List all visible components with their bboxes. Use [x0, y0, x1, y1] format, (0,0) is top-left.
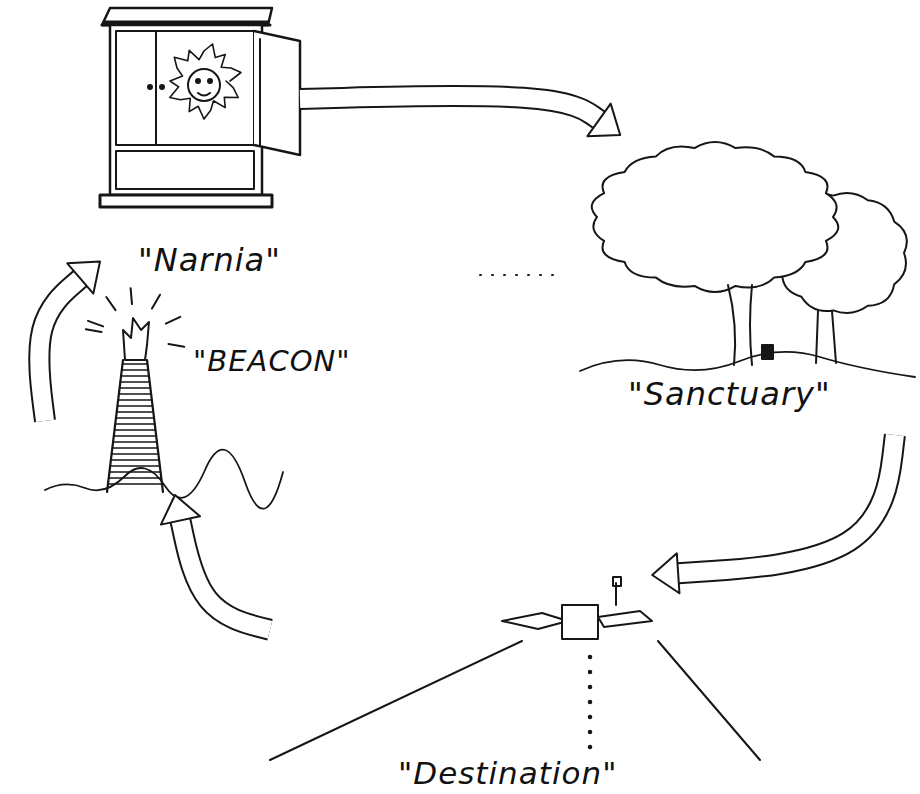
- ground-line: [580, 352, 915, 377]
- dotted-path: [589, 671, 592, 674]
- tree-trunk: [728, 285, 752, 365]
- arrow-body: [180, 520, 270, 629]
- wardrobe-sketch: [100, 8, 300, 207]
- node-label: "Narnia": [138, 241, 281, 279]
- arrow-head: [587, 104, 620, 137]
- hilltop-sketch: [270, 577, 760, 760]
- wardrobe-door-frame: [116, 31, 254, 145]
- wardrobe-drawer: [116, 151, 254, 189]
- lion-face: [188, 69, 220, 101]
- flow-arrow: [652, 435, 895, 593]
- dotted-path: [589, 716, 592, 719]
- lighthouse-sketch: [45, 300, 370, 495]
- sketch-node: "Destination": [270, 575, 760, 794]
- tower-hatching: [108, 364, 162, 484]
- door-knob: [160, 85, 164, 89]
- beacon-flame: [123, 318, 149, 360]
- tree-canopy: [592, 142, 838, 292]
- platform-wing: [598, 611, 652, 627]
- dotted-path: [589, 701, 592, 704]
- flow-arrow: [39, 262, 100, 421]
- platform-core: [562, 605, 598, 639]
- arrow-body: [300, 96, 599, 120]
- light-rays: [86, 288, 184, 347]
- flag: [613, 577, 621, 586]
- ground-line: [45, 450, 283, 509]
- arrow-outline: [180, 520, 270, 629]
- node-label: "BEACON": [193, 344, 351, 378]
- arrow-head: [652, 553, 679, 593]
- dotted-path: [589, 746, 592, 749]
- tiny-figure: [762, 345, 773, 359]
- node-label: "Sanctuary": [628, 375, 831, 413]
- wardrobe-door-split: [155, 31, 157, 145]
- wardrobe-body: [110, 25, 262, 195]
- arrow-head: [67, 262, 100, 294]
- arrow-body: [39, 278, 80, 420]
- trees-sketch: [480, 142, 915, 377]
- arrow-outline: [300, 96, 599, 120]
- node-label: "Destination": [398, 755, 617, 791]
- sketch-node: "Sanctuary": [580, 135, 915, 435]
- platform-wing: [502, 613, 568, 629]
- wardrobe-top: [102, 8, 272, 25]
- lion-mane: [170, 44, 241, 119]
- tree-trunk: [816, 311, 836, 363]
- sketch-node: "Narnia": [100, 5, 300, 290]
- wardrobe-base: [100, 195, 272, 207]
- tower-side: [107, 360, 163, 492]
- dotted-path: [589, 731, 592, 734]
- lion-eye: [208, 79, 212, 83]
- dotted-path: [589, 656, 592, 659]
- arrow-body: [678, 435, 895, 573]
- lighthouse-sketch: [45, 288, 283, 508]
- dotted-path: [589, 686, 592, 689]
- door-panel-line: [259, 39, 261, 145]
- arrow-outline: [678, 435, 895, 573]
- door-knob: [148, 85, 152, 89]
- dotted-path: [480, 274, 560, 276]
- arrow-outline: [39, 278, 80, 420]
- sketch-node: "BEACON": [45, 300, 370, 495]
- wardrobe-open-door: [254, 31, 300, 155]
- lion-eye: [196, 79, 200, 83]
- flow-arrow: [161, 495, 270, 630]
- hill-slope: [270, 641, 760, 760]
- flow-arrow: [300, 96, 620, 136]
- lion-mouth: [198, 93, 210, 96]
- arrow-head: [161, 495, 200, 525]
